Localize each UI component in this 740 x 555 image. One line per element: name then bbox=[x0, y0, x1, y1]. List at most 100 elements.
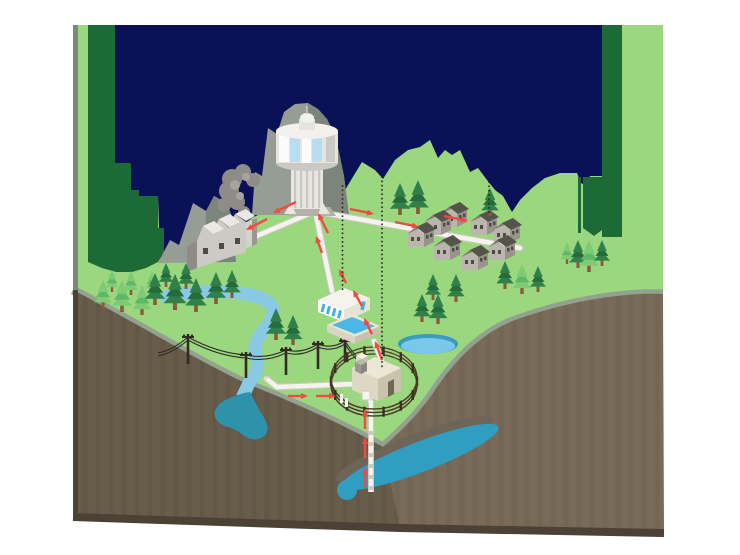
tower-cupola-dome bbox=[300, 113, 314, 123]
power-wire bbox=[187, 336, 247, 356]
flow-arrow-head bbox=[364, 318, 370, 326]
tree-tier bbox=[111, 294, 133, 306]
tree-tier bbox=[447, 286, 465, 297]
treatment-plant bbox=[318, 288, 380, 344]
tree-trunk bbox=[194, 303, 198, 312]
insulator bbox=[248, 352, 252, 355]
flow-arrow-head bbox=[315, 236, 322, 244]
house-gable-wall bbox=[489, 241, 505, 260]
house-window bbox=[437, 250, 440, 254]
tree-tier bbox=[426, 280, 440, 290]
tree-tier bbox=[514, 271, 530, 283]
tree-tier bbox=[123, 281, 139, 290]
pine-tree bbox=[158, 263, 174, 287]
house bbox=[407, 222, 436, 247]
forest-strip-right-thin bbox=[578, 177, 581, 233]
flow-arrow-head bbox=[318, 213, 324, 221]
tree-tier bbox=[450, 274, 462, 286]
tree-tier bbox=[287, 315, 299, 328]
tree-trunk bbox=[503, 281, 507, 289]
tree-trunk bbox=[110, 286, 114, 292]
pine-tree bbox=[177, 263, 195, 289]
tower-pilaster bbox=[300, 165, 303, 208]
house-window bbox=[443, 250, 446, 254]
house-window bbox=[471, 260, 474, 264]
tree-trunk bbox=[120, 304, 124, 312]
tree-tier bbox=[270, 308, 282, 322]
fence-post bbox=[399, 352, 403, 363]
smoke-puff-highlight bbox=[236, 192, 244, 200]
tree-trunk bbox=[536, 285, 540, 292]
pine-tree bbox=[447, 274, 465, 302]
flow-arrow-shaft bbox=[319, 216, 330, 234]
treatment-window-stripe bbox=[320, 303, 326, 313]
tree-tier bbox=[267, 316, 285, 328]
tree-trunk bbox=[488, 208, 492, 216]
tank-pillar bbox=[302, 133, 311, 163]
tree-tier bbox=[448, 281, 464, 292]
tree-tier bbox=[597, 240, 607, 252]
flow-arrow-head bbox=[362, 467, 368, 474]
tree-tier bbox=[265, 322, 287, 334]
tree-tier bbox=[179, 269, 193, 279]
flow-arrow-shaft bbox=[394, 220, 415, 228]
house-window bbox=[480, 258, 483, 262]
house-window bbox=[411, 237, 414, 241]
soil-left-edge bbox=[73, 290, 78, 517]
house-window bbox=[426, 235, 429, 239]
tree-trunk bbox=[398, 207, 402, 215]
power-wire bbox=[245, 352, 287, 360]
flow-arrow-head bbox=[411, 222, 419, 229]
house-window bbox=[480, 225, 483, 229]
tree-tier bbox=[108, 270, 116, 280]
tree-trunk bbox=[431, 293, 435, 300]
tree-tier bbox=[560, 251, 574, 260]
flow-arrow-head bbox=[362, 409, 368, 416]
tree-tier bbox=[210, 272, 222, 286]
tree-trunk bbox=[454, 294, 458, 302]
tree-tier bbox=[94, 292, 112, 303]
house-window bbox=[463, 213, 466, 217]
house-window bbox=[516, 229, 519, 233]
tree-tier bbox=[481, 200, 499, 211]
tree-tier bbox=[497, 268, 513, 279]
aquifer-water bbox=[341, 423, 499, 491]
tree-tier bbox=[414, 301, 430, 312]
fence-post bbox=[334, 363, 337, 374]
tree-tier bbox=[512, 277, 532, 289]
pine-tree bbox=[529, 266, 547, 292]
tree-tier bbox=[516, 264, 528, 277]
power-wire bbox=[285, 346, 319, 355]
waterfall-splash bbox=[214, 392, 268, 440]
tree-trunk bbox=[153, 297, 157, 305]
pine-tree bbox=[407, 180, 429, 214]
house bbox=[461, 245, 490, 270]
tree-tier bbox=[168, 274, 182, 290]
fence-post bbox=[363, 346, 366, 357]
house-window bbox=[511, 246, 514, 250]
tower-pilaster bbox=[312, 165, 315, 208]
tree-tier bbox=[389, 197, 411, 209]
basin-front-left bbox=[327, 325, 355, 344]
pine-tree bbox=[144, 273, 166, 305]
aquifer bbox=[335, 416, 499, 500]
house-window bbox=[452, 248, 455, 252]
factory-side-wall bbox=[187, 241, 197, 272]
pine-tree bbox=[283, 315, 303, 345]
insulator bbox=[320, 341, 324, 344]
tank-shade bbox=[326, 134, 335, 162]
house-window bbox=[498, 250, 501, 254]
pine-tree bbox=[413, 294, 431, 322]
insulator bbox=[190, 334, 194, 337]
flow-arrow-shaft bbox=[276, 200, 297, 212]
tree-tier bbox=[593, 251, 611, 261]
tank-window-right bbox=[312, 136, 322, 162]
fence-post bbox=[345, 352, 349, 363]
pump-house-door bbox=[388, 379, 394, 397]
tree-tier bbox=[496, 273, 514, 284]
tree-tier bbox=[158, 273, 174, 282]
tree-tier bbox=[134, 292, 150, 304]
flow-arrow bbox=[349, 207, 374, 216]
house-roof-right bbox=[433, 210, 453, 222]
